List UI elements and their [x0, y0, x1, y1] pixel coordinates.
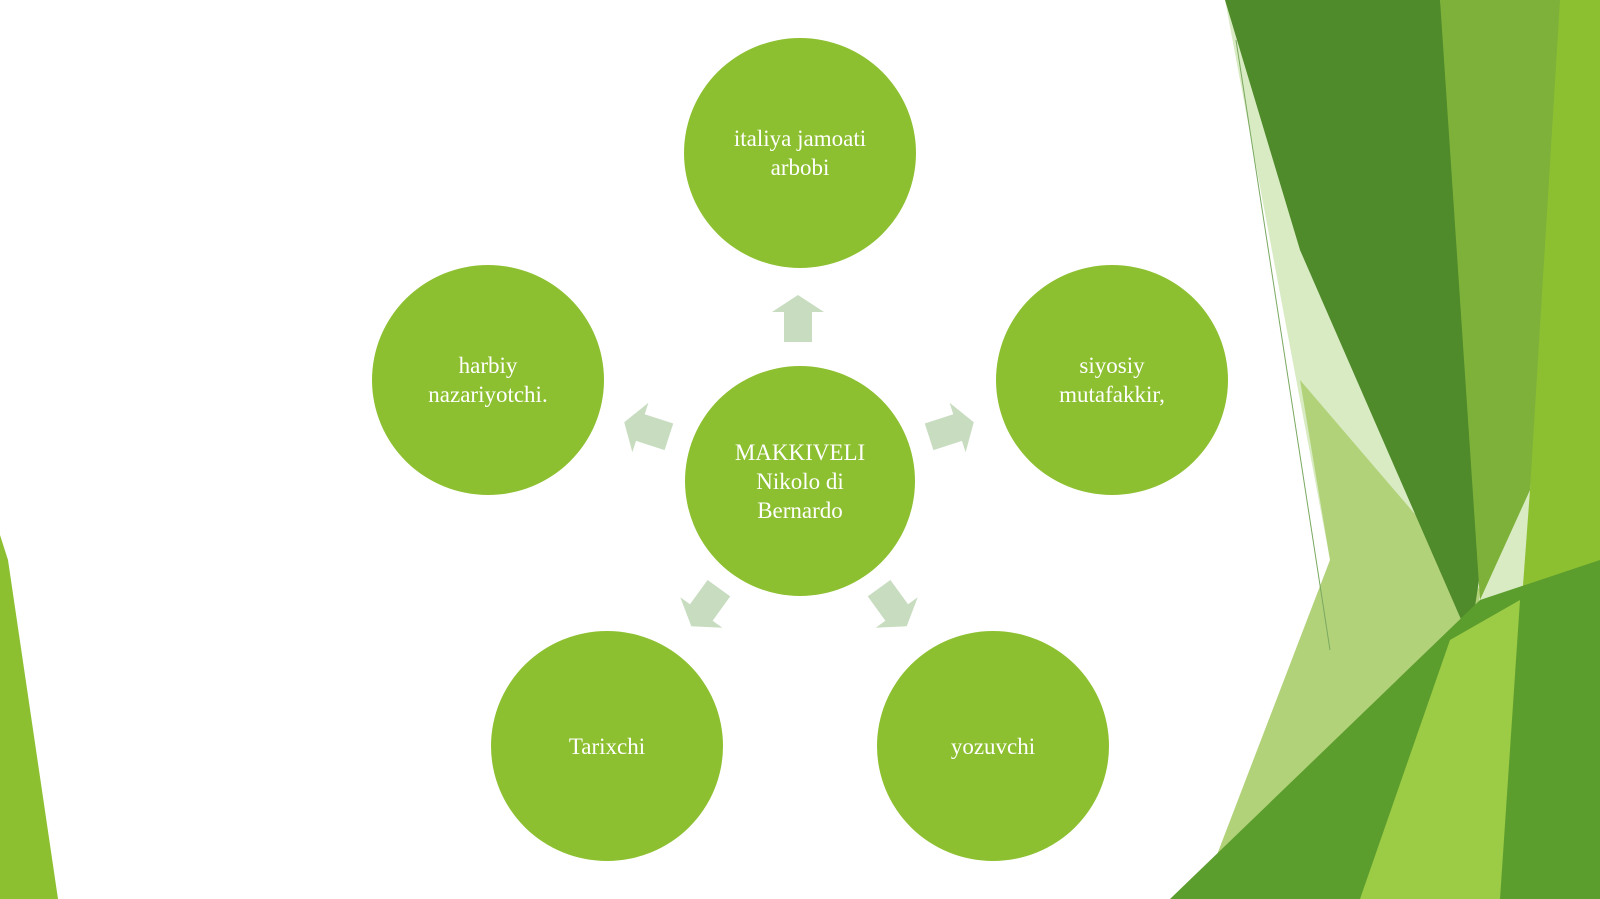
center-node: MAKKIVELI Nikolo di Bernardo — [685, 366, 915, 596]
node-top-line1: italiya jamoati — [733, 126, 867, 151]
node-right-line2: mutafakkir, — [1059, 382, 1165, 407]
node-right: siyosiy mutafakkir, — [996, 265, 1228, 495]
bg-shape-right-bottom-light — [1360, 600, 1520, 899]
center-subtitle-line2: Bernardo — [757, 497, 843, 523]
node-right-line1: siyosiy — [1079, 353, 1145, 378]
bg-thin-line — [1235, 39, 1331, 651]
arrow-up-icon — [772, 295, 824, 342]
node-left-line1: harbiy — [458, 353, 518, 378]
bg-shape-right-dark — [1225, 0, 1500, 640]
arrow-lower-left-icon — [680, 579, 731, 628]
node-top: italiya jamoati arbobi — [684, 38, 916, 268]
center-title: MAKKIVELI — [734, 439, 866, 465]
center-subtitle-line1: Nikolo di — [756, 468, 844, 494]
arrow-upper-left-icon — [624, 402, 674, 453]
node-bottom-left-line1: Tarixchi — [568, 733, 646, 759]
bg-shape-left — [0, 535, 58, 899]
node-left: harbiy nazariyotchi. — [372, 265, 604, 495]
node-bottom-right-line1: yozuvchi — [950, 733, 1036, 759]
node-bottom-left: Tarixchi — [491, 631, 723, 861]
bg-shape-right-band — [1440, 0, 1570, 600]
arrow-upper-right-icon — [924, 402, 974, 453]
node-top-line2: arbobi — [770, 155, 830, 180]
node-bottom-right: yozuvchi — [877, 631, 1109, 861]
node-left-line2: nazariyotchi. — [428, 382, 548, 407]
arrow-lower-right-icon — [867, 579, 918, 628]
